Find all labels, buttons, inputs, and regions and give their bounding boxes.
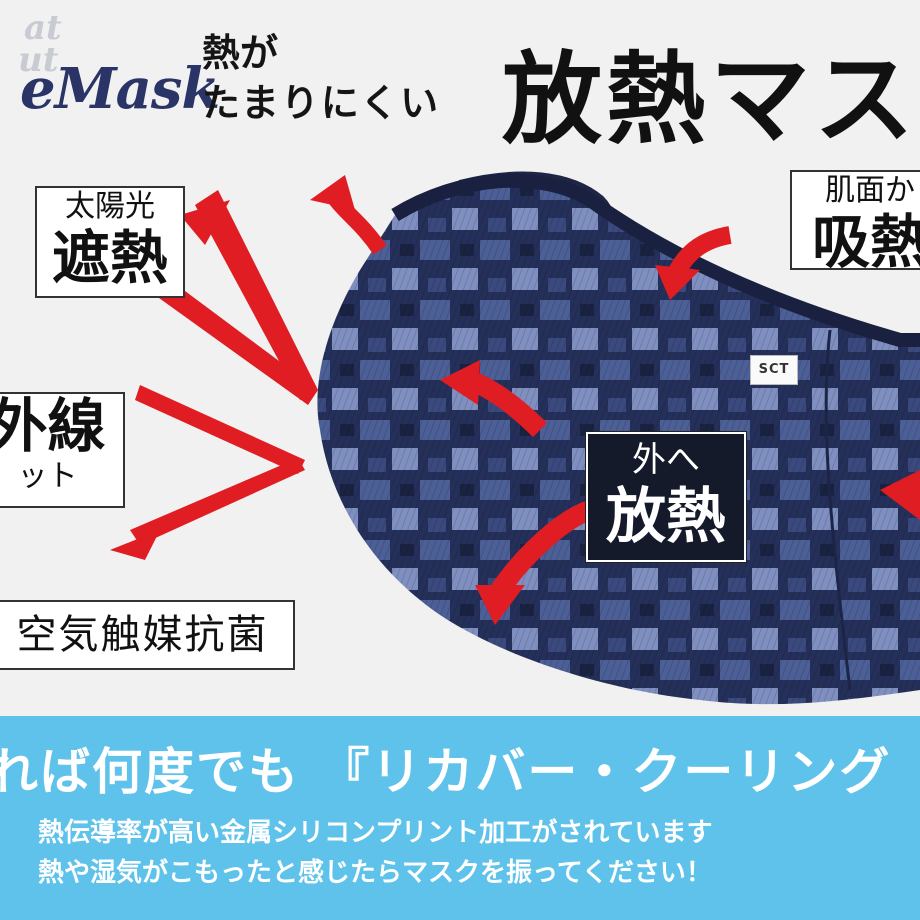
band-text-line1: 熱伝導率が高い金属シリコンプリント加工がされています (38, 818, 713, 848)
callout-sun-heat: 太陽光 遮熱 (35, 186, 185, 298)
callout-uv-big: 外線 (0, 392, 106, 460)
callout-uv-small: ット (17, 459, 78, 494)
callout-antibacterial: 空気触媒抗菌 (0, 600, 295, 670)
subheading-line2: たまりにくい (202, 80, 441, 125)
callout-sun-small: 太陽光 (65, 189, 155, 224)
callout-skin-small: 肌面か (825, 173, 915, 208)
callout-heat-release: 外へ 放熱 (585, 431, 747, 563)
logo-text-line3: eMask (20, 56, 220, 122)
callout-air-text: 空気触媒抗菌 (16, 612, 269, 658)
band-text-line2: 熱や湿気がこもったと感じたらマスクを振ってください！ (38, 858, 712, 888)
logo-text-line1: at (24, 8, 62, 48)
mask-tag: SCT (750, 355, 798, 385)
logo-text-line2: ut (18, 40, 59, 80)
callout-skin-big: 吸熱 (811, 208, 920, 276)
headline: 放熱マス (502, 40, 918, 158)
callout-skin-heat: 肌面か 吸熱 (790, 170, 920, 274)
callout-sun-big: 遮熱 (51, 224, 168, 292)
subheading-line1: 熱が (202, 30, 279, 75)
callout-center-small: 外へ (632, 440, 700, 480)
band-title: れば何度でも 『リカバー・クーリング (0, 742, 892, 801)
callout-uv-cut: 外線 ット (0, 392, 125, 508)
callout-center-big: 放熱 (606, 482, 726, 552)
info-band (0, 716, 920, 920)
